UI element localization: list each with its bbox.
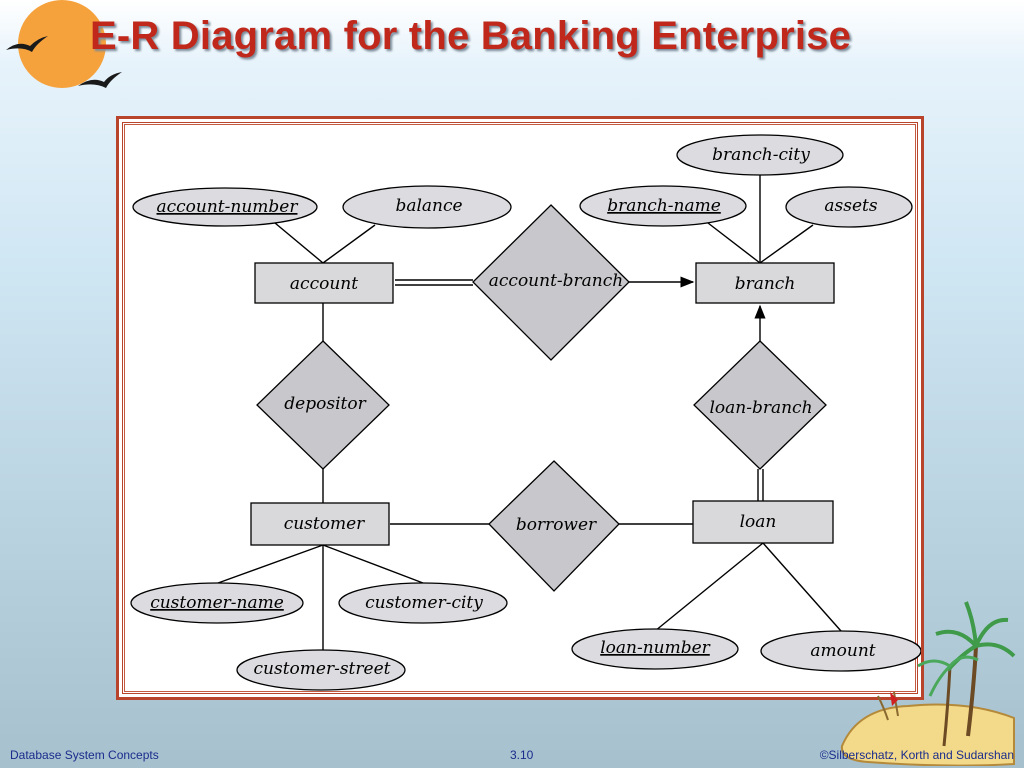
- entity-customer-label: customer: [284, 514, 365, 534]
- diagram-frame: account branch customer loan account-bra…: [116, 116, 924, 700]
- attribute-assets-label: assets: [824, 196, 877, 216]
- entity-account-label: account: [290, 274, 358, 294]
- relationship-depositor-label: depositor: [284, 394, 366, 414]
- relationship-account-branch-label: account-branch: [489, 271, 623, 291]
- relationship-loan-branch: loan-branch: [693, 340, 827, 470]
- palm-island-icon: [840, 601, 1016, 766]
- entity-customer: customer: [250, 502, 390, 546]
- entity-loan: loan: [692, 500, 834, 544]
- connector-lines: [217, 175, 842, 651]
- footer-course-title: Database System Concepts: [10, 748, 159, 762]
- attribute-branch-name-label: branch-name: [607, 196, 721, 216]
- relationship-depositor: depositor: [256, 340, 390, 470]
- attribute-customer-name: customer-name: [130, 582, 304, 624]
- entity-account: account: [254, 262, 394, 304]
- slide-title: E-R Diagram for the Banking Enterprise: [90, 14, 852, 58]
- attribute-customer-city-label: customer-city: [365, 593, 483, 613]
- relationship-borrower-label: borrower: [516, 515, 597, 535]
- attribute-assets: assets: [785, 186, 913, 228]
- attribute-customer-name-label: customer-name: [150, 593, 284, 613]
- sun-with-birds-icon: [6, 0, 122, 88]
- er-diagram: account branch customer loan account-bra…: [130, 134, 921, 691]
- attribute-branch-name: branch-name: [579, 185, 747, 227]
- attribute-customer-city: customer-city: [338, 582, 508, 624]
- attribute-branch-city-label: branch-city: [712, 145, 810, 165]
- attribute-branch-city: branch-city: [676, 134, 844, 176]
- attribute-customer-street: customer-street: [236, 649, 406, 691]
- relationship-loan-branch-label: loan-branch: [709, 398, 812, 418]
- entity-branch-label: branch: [735, 274, 796, 294]
- attribute-account-number-label: account-number: [157, 197, 299, 217]
- relationship-borrower: borrower: [488, 460, 620, 592]
- attribute-amount-label: amount: [810, 641, 875, 661]
- attribute-balance: balance: [342, 185, 512, 229]
- entity-branch: branch: [695, 262, 835, 304]
- attribute-loan-number-label: loan-number: [600, 638, 710, 658]
- attribute-customer-street-label: customer-street: [254, 659, 391, 679]
- footer-slide-number: 3.10: [510, 748, 534, 762]
- attribute-loan-number: loan-number: [571, 628, 739, 670]
- relationship-account-branch: account-branch: [472, 204, 630, 361]
- attribute-balance-label: balance: [395, 196, 462, 216]
- attribute-amount: amount: [760, 630, 921, 672]
- entity-loan-label: loan: [740, 512, 777, 532]
- attribute-account-number: account-number: [132, 187, 318, 227]
- footer-copyright: ©Silberschatz, Korth and Sudarshan: [819, 748, 1014, 762]
